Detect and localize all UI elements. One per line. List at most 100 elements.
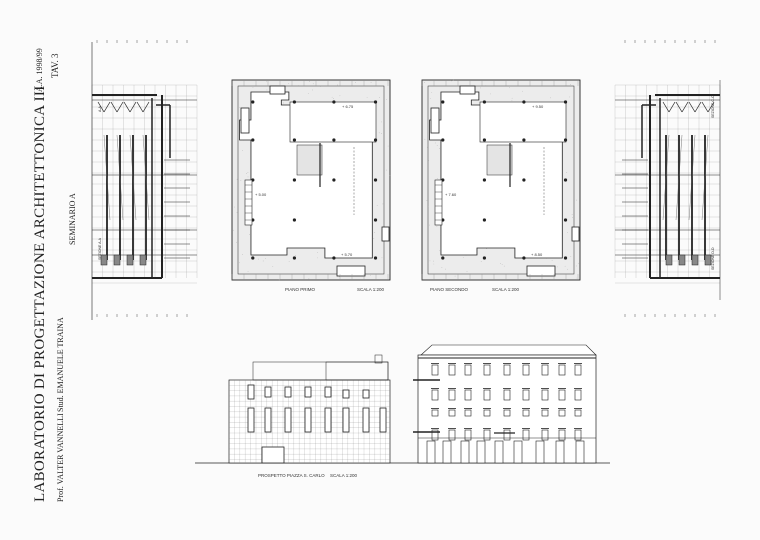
hatch-dot: [379, 97, 380, 98]
hatch-dot: [486, 85, 487, 86]
hatch-dot: [234, 207, 235, 208]
window: [265, 387, 271, 397]
column: [483, 218, 486, 221]
hatch-dot: [430, 98, 431, 99]
ground-opening: [576, 441, 584, 463]
column: [441, 138, 444, 141]
window: [523, 390, 529, 400]
window: [449, 390, 455, 400]
section-left-label-top: A-A: [98, 106, 102, 113]
window: [542, 430, 548, 440]
window: [484, 430, 490, 440]
hatch-dot: [263, 261, 264, 262]
column: [251, 100, 254, 103]
hatch-dot: [367, 97, 368, 98]
hatch-dot: [433, 261, 434, 262]
atrium: [297, 145, 322, 175]
window: [542, 365, 548, 375]
stair: [140, 255, 146, 265]
hatch-dot: [240, 107, 241, 108]
window: [285, 387, 291, 397]
ground-opening: [443, 441, 451, 463]
window: [465, 430, 471, 440]
hatch-dot: [425, 139, 426, 140]
hatch-dot: [437, 226, 438, 227]
hatch-dot: [248, 177, 249, 178]
entrance-door: [262, 447, 284, 463]
hatch-dot: [308, 93, 309, 94]
hatch-dot: [381, 133, 382, 134]
hatch-dot: [576, 200, 577, 201]
stair: [127, 255, 133, 265]
stair: [679, 255, 685, 265]
plan-second-floor: [422, 80, 580, 280]
ground-opening: [536, 441, 544, 463]
column: [483, 178, 486, 181]
column: [332, 138, 335, 141]
column: [522, 100, 525, 103]
plan2-level-1: + 9.50: [532, 104, 544, 109]
window: [465, 390, 471, 400]
elevation-label: PROSPETTO PIAZZA S. CARLO: [258, 473, 325, 478]
window: [504, 365, 510, 375]
hatch-dot: [320, 86, 321, 87]
column: [564, 178, 567, 181]
hatch-dot: [467, 271, 468, 272]
hatch-dot: [522, 91, 523, 92]
hatch-dot: [552, 260, 553, 261]
column: [564, 256, 567, 259]
hatch-dot: [279, 280, 280, 281]
plan1-level-1: + 6.75: [342, 104, 354, 109]
plan2-level-3: + 8.50: [531, 252, 543, 257]
hatch-dot: [463, 257, 464, 258]
column: [483, 138, 486, 141]
hatch-dot: [317, 258, 318, 259]
hatch-dot: [283, 103, 284, 104]
hatch-dot: [377, 205, 378, 206]
hatch-dot: [388, 146, 389, 147]
ground-opening: [461, 441, 469, 463]
plan1-scale: SCALA 1:200: [357, 287, 385, 292]
hatch-dot: [309, 279, 310, 280]
hatch-dot: [309, 81, 310, 82]
column: [441, 100, 444, 103]
stair: [114, 255, 120, 265]
hatch-dot: [455, 276, 456, 277]
hatch-dot: [512, 98, 513, 99]
section-left: [92, 40, 197, 317]
plan1-level-3: + 5.70: [341, 252, 353, 257]
void-block: [290, 102, 376, 142]
hatch-dot: [312, 90, 313, 91]
column: [564, 100, 567, 103]
window: [484, 390, 490, 400]
hatch-dot: [355, 82, 356, 83]
column: [374, 256, 377, 259]
hatch-dot: [298, 85, 299, 86]
hatch-dot: [371, 82, 372, 83]
hatch-dot: [386, 170, 387, 171]
hatch-dot: [567, 269, 568, 270]
window-tall: [285, 408, 291, 432]
hatch-dot: [504, 266, 505, 267]
stair-ramp: [435, 180, 442, 225]
hatch-dot: [249, 234, 250, 235]
hatch-dot: [428, 160, 429, 161]
hatch-dot: [500, 263, 501, 264]
hatch-dot: [439, 148, 440, 149]
window: [559, 365, 565, 375]
column: [374, 178, 377, 181]
hatch-dot: [381, 122, 382, 123]
column: [441, 256, 444, 259]
column: [564, 218, 567, 221]
hatch-dot: [313, 83, 314, 84]
window-tall: [305, 408, 311, 432]
hatch-dot: [273, 266, 274, 267]
hatch-dot: [428, 263, 429, 264]
window: [559, 390, 565, 400]
hatch-dot: [571, 256, 572, 257]
column: [374, 100, 377, 103]
hatch-dot: [428, 206, 429, 207]
hatch-dot: [567, 232, 568, 233]
hatch-dot: [248, 172, 249, 173]
